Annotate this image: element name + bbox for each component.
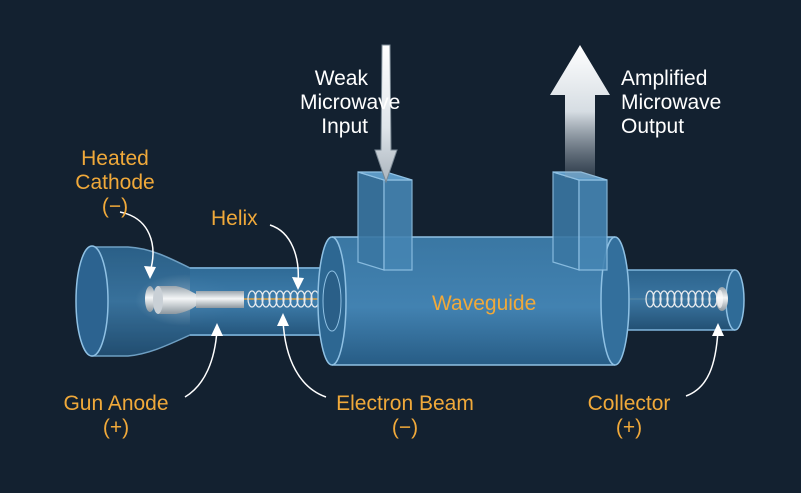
electron-beam-line1: Electron Beam <box>336 392 474 415</box>
gun-anode-label: Gun Anode (+) <box>44 392 188 440</box>
electron-beam-leader <box>282 319 327 398</box>
waveguide-label: Waveguide <box>432 292 537 315</box>
collector-label: Collector (+) <box>574 392 684 440</box>
amplified-output-line3: Output <box>621 115 685 138</box>
gun-anode-leader-arrowhead <box>211 323 223 336</box>
heated-cathode-line3: (−) <box>101 195 129 218</box>
weak-input-line1: Weak <box>314 67 368 90</box>
down-arrow-icon <box>374 44 398 184</box>
cathode-leader <box>119 211 154 273</box>
helix-leader-arrowhead <box>292 277 304 290</box>
collector-helix-coil <box>645 290 718 308</box>
weak-input-label: Weak Microwave Input <box>300 67 401 139</box>
electron-beam-label: Electron Beam (−) <box>320 392 490 440</box>
up-arrow-icon <box>550 45 610 178</box>
helix-label: Helix <box>211 207 258 230</box>
collector-line2: (+) <box>615 416 643 439</box>
cathode-leader-arrowhead <box>144 266 156 279</box>
electron-beam-line2: (−) <box>391 416 419 439</box>
heated-cathode-line2: Cathode <box>75 171 155 194</box>
weak-input-line2: Microwave <box>300 91 401 114</box>
collector-leader <box>685 329 719 397</box>
gun-anode-line2: (+) <box>102 416 130 439</box>
amplified-output-label: Amplified Microwave Output <box>621 67 721 139</box>
heated-cathode-label: Heated Cathode (−) <box>50 147 180 219</box>
amplified-output-line1: Amplified <box>621 67 708 90</box>
amplified-output-line2: Microwave <box>621 91 722 114</box>
collector-electrode <box>716 287 728 311</box>
heated-cathode-line1: Heated <box>81 147 149 170</box>
gun-anode-leader <box>184 329 218 398</box>
cathode-assembly <box>145 286 244 314</box>
gun-anode-line1: Gun Anode <box>63 392 169 415</box>
input-port <box>357 171 413 271</box>
output-port <box>552 171 608 271</box>
collector-leader-arrowhead <box>712 323 724 336</box>
weak-input-line3: Input <box>321 115 368 138</box>
electron-beam-leader-arrowhead <box>277 313 289 326</box>
collector-line1: Collector <box>587 392 671 415</box>
helix-leader <box>269 224 300 284</box>
